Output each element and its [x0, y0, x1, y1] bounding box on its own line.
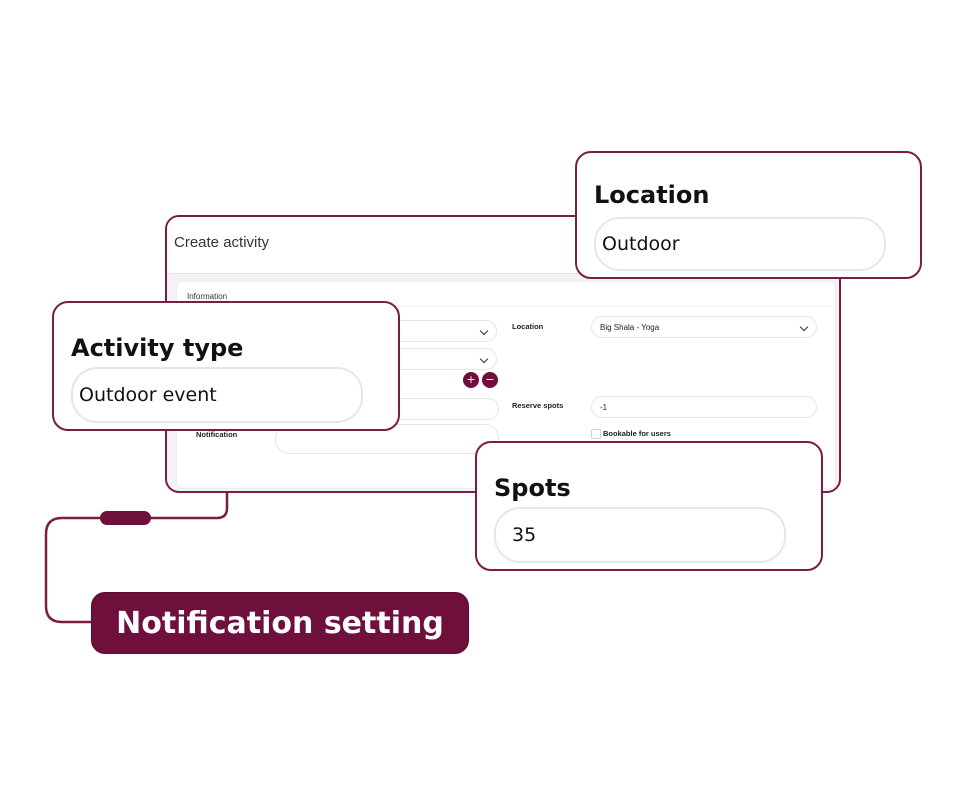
chevron-down-icon [479, 354, 489, 364]
bookable-label: Bookable for users [603, 429, 671, 438]
connector-handle [100, 511, 151, 525]
callout-spots-input[interactable]: 35 [494, 507, 786, 563]
section-divider [177, 306, 835, 307]
window-title: Create activity [174, 234, 270, 251]
callout-activity-type-value: Outdoor event [79, 384, 217, 406]
callout-spots-label: Spots [494, 474, 571, 502]
callout-location-input[interactable]: Outdoor [594, 217, 886, 271]
callout-spots-value: 35 [512, 524, 537, 546]
reserve-spots-label: Reserve spots [512, 401, 564, 410]
add-button[interactable]: + [463, 372, 479, 388]
notification-setting-pill[interactable]: Notification setting [91, 592, 469, 654]
activity-type-callout: Activity type Outdoor event [52, 301, 400, 431]
reserve-spots-input[interactable]: -1 [591, 396, 817, 418]
location-label: Location [512, 322, 544, 331]
callout-location-value: Outdoor [602, 233, 680, 255]
callout-activity-type-label: Activity type [71, 334, 244, 362]
chevron-down-icon [799, 322, 809, 332]
chevron-down-icon [479, 326, 489, 336]
location-select[interactable]: Big Shala - Yoga [591, 316, 817, 338]
left-field-input[interactable] [387, 398, 499, 420]
notification-label: Notification [196, 430, 238, 439]
reserve-spots-value: -1 [600, 402, 608, 412]
callout-activity-type-input[interactable]: Outdoor event [71, 367, 363, 423]
bookable-checkbox[interactable] [591, 429, 601, 439]
location-value: Big Shala - Yoga [600, 322, 660, 332]
spots-callout: Spots 35 [475, 441, 823, 571]
callout-location-label: Location [594, 181, 710, 209]
remove-button[interactable]: − [482, 372, 498, 388]
section-label: Information [187, 292, 228, 301]
location-callout: Location Outdoor [575, 151, 922, 279]
